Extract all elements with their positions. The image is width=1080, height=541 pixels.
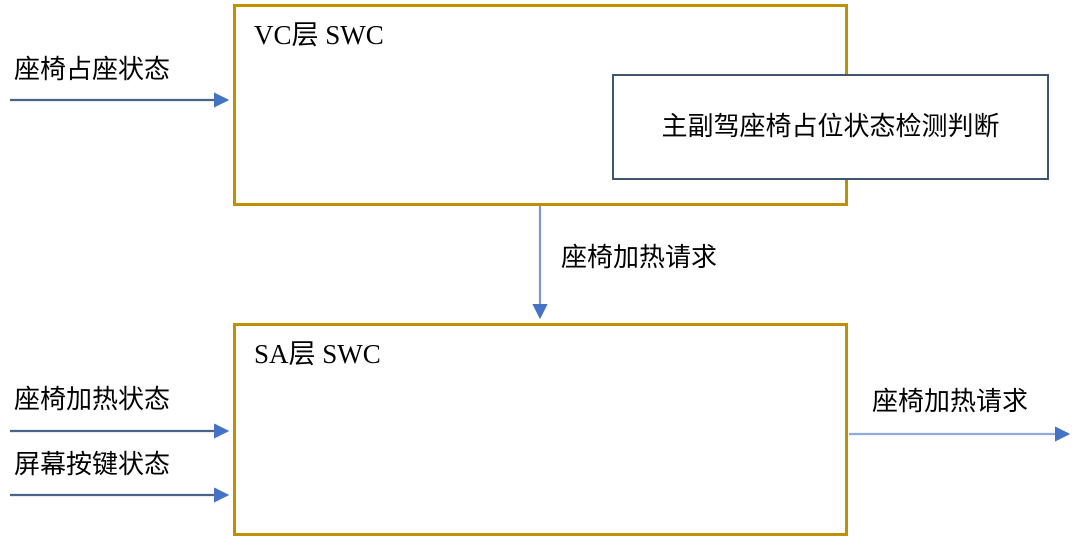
vc-layer-box[interactable]: VC层 SWC 主副驾座椅占位状态检测判断 xyxy=(233,4,1049,206)
signal-label-output-heat-request: 座椅加热请求 xyxy=(872,387,1029,417)
vc-layer-title: VC层 SWC xyxy=(254,20,384,50)
signal-label-vc-to-sa-heat-request: 座椅加热请求 xyxy=(561,243,718,273)
vc-component-box[interactable]: 主副驾座椅占位状态检测判断 xyxy=(612,74,1049,180)
signal-label-screen-key-status: 屏幕按键状态 xyxy=(14,450,171,480)
sa-layer-box[interactable]: SA层 SWC 主副驾座椅加热状态检测 主副驾座椅加热请求 xyxy=(233,323,848,536)
signal-label-seat-occupancy: 座椅占座状态 xyxy=(14,55,171,85)
signal-label-seat-heat-status: 座椅加热状态 xyxy=(14,385,171,415)
sa-layer-title: SA层 SWC xyxy=(254,339,381,369)
vc-component-line-1: 主副驾座椅占位状态检测判断 xyxy=(661,112,1000,142)
